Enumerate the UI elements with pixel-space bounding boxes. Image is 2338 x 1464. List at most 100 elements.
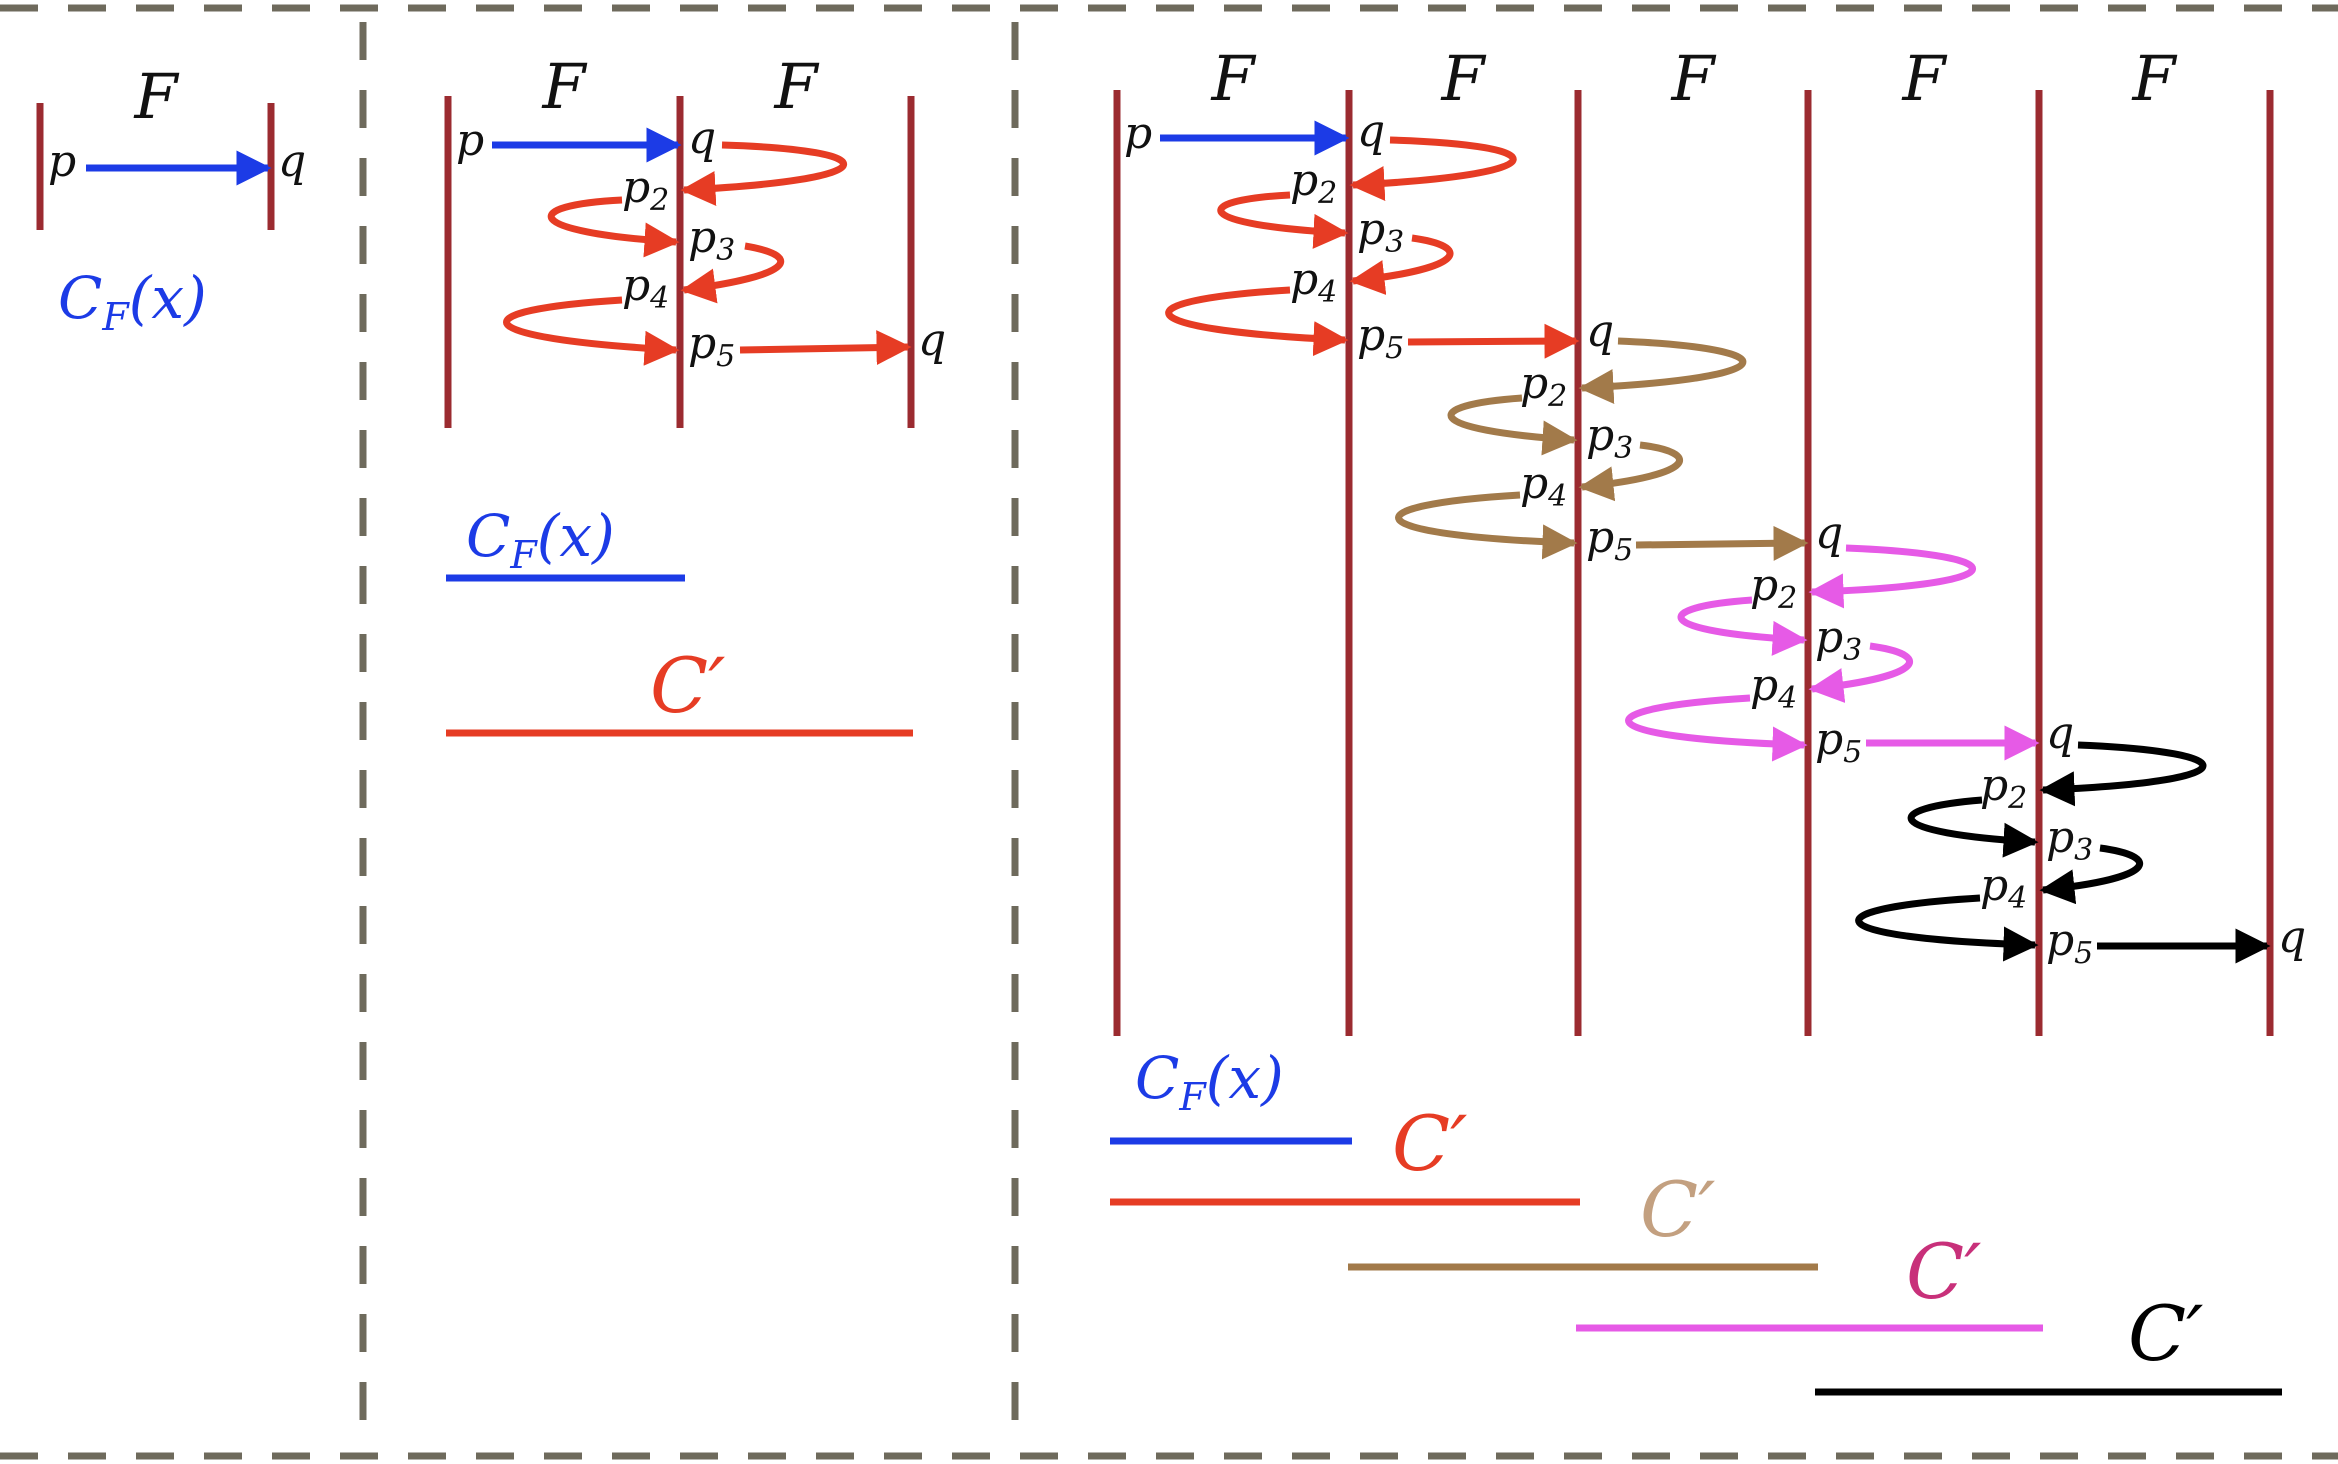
- subscript-base: p: [622, 162, 650, 213]
- label-cprime: C′: [2128, 1289, 2203, 1378]
- label-p5: p5: [1815, 714, 1862, 770]
- loop-arrow: [680, 242, 785, 304]
- loop-arrow: [1907, 796, 2039, 858]
- label-cf: CF(x): [1135, 1044, 1284, 1119]
- exit-arrow: [1407, 323, 1580, 359]
- subscript: 5: [1614, 533, 1633, 568]
- cf-argument: (x): [129, 264, 207, 332]
- cf-argument: (x): [1206, 1044, 1284, 1112]
- subscript: 2: [2007, 781, 2027, 816]
- subscript: 2: [1547, 379, 1567, 414]
- label-F: F: [1440, 42, 1486, 115]
- subscript: 3: [1843, 633, 1862, 668]
- label-p2: p2: [622, 162, 669, 218]
- label-p2: p2: [1290, 155, 1337, 211]
- label-F: F: [773, 50, 819, 123]
- loop-arrow: [1855, 894, 2039, 962]
- label-q: q: [918, 315, 946, 366]
- label-q: q: [688, 113, 716, 164]
- subscript-base: p: [688, 212, 716, 263]
- loop-arrow: [1349, 136, 1517, 201]
- subscript: 4: [649, 281, 669, 316]
- loop-arrow: [547, 196, 680, 258]
- label-cprime: C′: [650, 641, 725, 730]
- subscript: 5: [716, 339, 735, 374]
- subscript: 2: [649, 183, 669, 218]
- label-p3: p3: [1586, 410, 1633, 466]
- zigzag-magenta: [1625, 544, 2040, 762]
- loop-arrow: [2039, 741, 2207, 807]
- subscript-base: p: [1586, 410, 1614, 461]
- loop-arrow: [1625, 694, 1808, 762]
- subscript-base: p: [1520, 458, 1548, 509]
- subscript: 4: [2007, 881, 2027, 916]
- label-F: F: [2131, 42, 2177, 115]
- label-F: F: [541, 50, 587, 123]
- panel-3: F F F F F p q p2 p3 p4 p5 q p2 p3 p4: [1110, 42, 2306, 1396]
- label-cprime: C′: [1906, 1227, 1981, 1316]
- subscript-base: p: [688, 318, 716, 369]
- subscript: 3: [716, 233, 735, 268]
- subscript: 5: [1843, 735, 1862, 770]
- label-p3: p3: [688, 212, 735, 268]
- loop-arrow: [1808, 642, 1913, 703]
- subscript-base: p: [2046, 812, 2074, 863]
- label-p5: p5: [1586, 512, 1633, 568]
- subscript: 4: [1317, 275, 1337, 310]
- loop-arrow: [1578, 337, 1747, 404]
- cf-subscript: F: [101, 295, 130, 339]
- label-p5: p5: [688, 318, 735, 374]
- cf-base: C: [1135, 1044, 1179, 1112]
- label-cprime: C′: [1392, 1099, 1467, 1188]
- label-p: p: [48, 136, 76, 187]
- subscript-base: p: [1357, 310, 1385, 361]
- label-F: F: [133, 60, 179, 133]
- exit-arrow: [739, 330, 912, 366]
- subscript: 4: [1547, 479, 1567, 514]
- label-p: p: [1124, 108, 1152, 159]
- cf-subscript: F: [1178, 1075, 1207, 1119]
- label-p4: p4: [1750, 660, 1797, 716]
- subscript-base: p: [1815, 612, 1843, 663]
- exit-arrow: [1635, 525, 1809, 561]
- zigzag-red: [503, 141, 912, 366]
- label-q: q: [2278, 912, 2306, 963]
- subscript: 4: [1777, 681, 1797, 716]
- loop-arrow: [1349, 234, 1454, 295]
- subscript: 5: [1385, 331, 1404, 366]
- subscript: 2: [1777, 581, 1797, 616]
- label-p4: p4: [1980, 860, 2027, 916]
- label-p3: p3: [2046, 812, 2093, 868]
- label-p2: p2: [1750, 560, 1797, 616]
- loop-arrow: [1677, 596, 1808, 656]
- label-q: q: [1815, 508, 1843, 559]
- subscript-base: p: [2046, 915, 2074, 966]
- cf-subscript: F: [509, 533, 538, 577]
- label-p: p: [456, 115, 484, 166]
- label-cf: CF(x): [58, 264, 207, 339]
- subscript-base: p: [1290, 155, 1318, 206]
- subscript-base: p: [1586, 512, 1614, 563]
- label-q: q: [2046, 708, 2074, 759]
- zigzag-brown: [1395, 337, 1809, 561]
- frame: [0, 4, 2338, 1460]
- loop-arrow: [1217, 191, 1349, 249]
- label-p2: p2: [1520, 358, 1567, 414]
- subscript: 3: [1614, 431, 1633, 466]
- subscript-base: p: [1980, 860, 2008, 911]
- zigzag-black: [1855, 741, 2271, 964]
- loop-arrow: [1395, 491, 1578, 560]
- subscript: 3: [2074, 833, 2093, 868]
- loop-arrow: [680, 141, 848, 206]
- label-F: F: [1670, 42, 1716, 115]
- subscript-base: p: [1980, 760, 2008, 811]
- label-p2: p2: [1980, 760, 2027, 816]
- panel-1: F p q CF(x): [36, 60, 306, 339]
- loop-arrow: [1165, 286, 1349, 357]
- label-p3: p3: [1815, 612, 1862, 668]
- subscript: 2: [1317, 176, 1337, 211]
- cf-base: C: [466, 502, 510, 570]
- subscript-base: p: [1815, 714, 1843, 765]
- label-cf: CF(x): [466, 502, 615, 577]
